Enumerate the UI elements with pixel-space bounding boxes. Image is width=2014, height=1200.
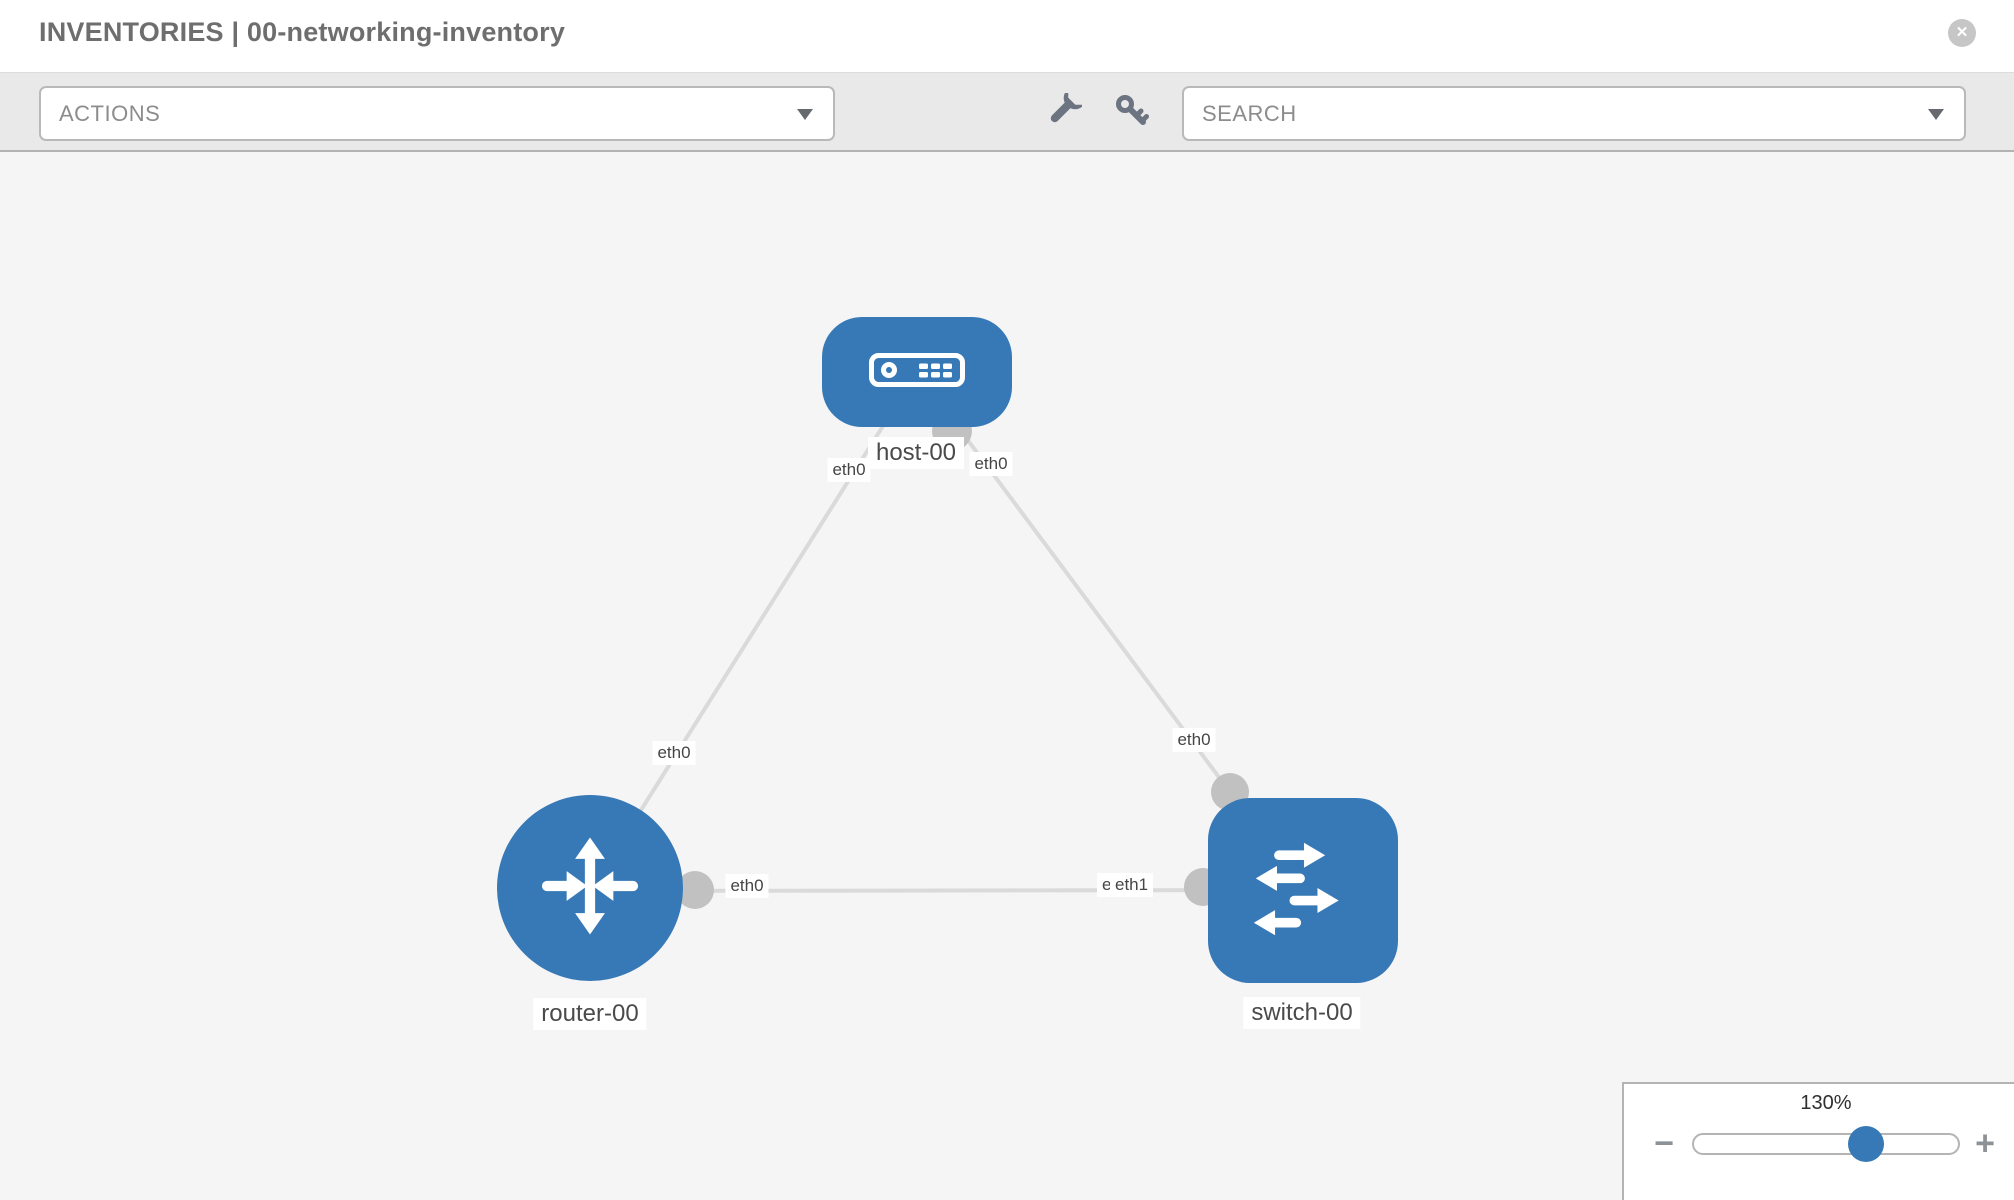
node-label-host: host-00 xyxy=(867,437,965,469)
wrench-icon[interactable] xyxy=(1046,89,1084,129)
page-title: INVENTORIES | 00-networking-inventory xyxy=(39,17,566,47)
if-label-host-switch-hostend: eth0 xyxy=(969,452,1013,476)
if-label-router-switch-switchend: eth1 xyxy=(1110,873,1154,897)
topology-links-layer xyxy=(588,370,1305,909)
node-router-00[interactable] xyxy=(497,795,683,981)
node-label-switch: switch-00 xyxy=(1243,997,1361,1029)
search-dropdown-label: SEARCH xyxy=(1202,100,1297,126)
node-host-00[interactable] xyxy=(822,317,1012,427)
header: INVENTORIES | 00-networking-inventory ✕ xyxy=(0,0,2014,73)
if-label-host-router-routerend: eth0 xyxy=(652,741,696,765)
if-label-host-router-hostend: eth0 xyxy=(827,458,871,482)
zoom-slider-knob[interactable] xyxy=(1848,1126,1884,1162)
if-label-host-switch-switchend: eth0 xyxy=(1172,728,1216,752)
router-icon xyxy=(534,830,646,947)
toolbar: ACTIONS SEARCH xyxy=(0,73,2014,152)
chevron-down-icon xyxy=(1928,108,1944,120)
node-label-router: router-00 xyxy=(533,998,647,1030)
switch-icon xyxy=(1250,835,1356,946)
zoom-out-button[interactable]: − xyxy=(1654,1124,1674,1163)
zoom-slider-track[interactable] xyxy=(1692,1133,1960,1155)
if-label-router-switch-routerend: eth0 xyxy=(725,874,769,898)
topology-canvas[interactable]: host-00 router-00 switch-00 eth0 eth0 et… xyxy=(0,152,2014,1200)
close-icon[interactable]: ✕ xyxy=(1948,19,1976,47)
actions-dropdown[interactable]: ACTIONS xyxy=(39,86,835,141)
node-switch-00[interactable] xyxy=(1208,798,1398,983)
close-glyph: ✕ xyxy=(1955,24,1969,41)
host-icon xyxy=(869,352,965,392)
zoom-in-button[interactable]: + xyxy=(1975,1124,1995,1163)
key-icon[interactable] xyxy=(1114,93,1150,129)
chevron-down-icon xyxy=(797,108,813,120)
port-router-eth0 xyxy=(676,871,714,909)
search-dropdown[interactable]: SEARCH xyxy=(1182,86,1966,141)
zoom-percent: 130% xyxy=(1800,1092,1852,1114)
zoom-panel: 130% − + xyxy=(1622,1082,2014,1200)
actions-dropdown-label: ACTIONS xyxy=(59,100,161,126)
